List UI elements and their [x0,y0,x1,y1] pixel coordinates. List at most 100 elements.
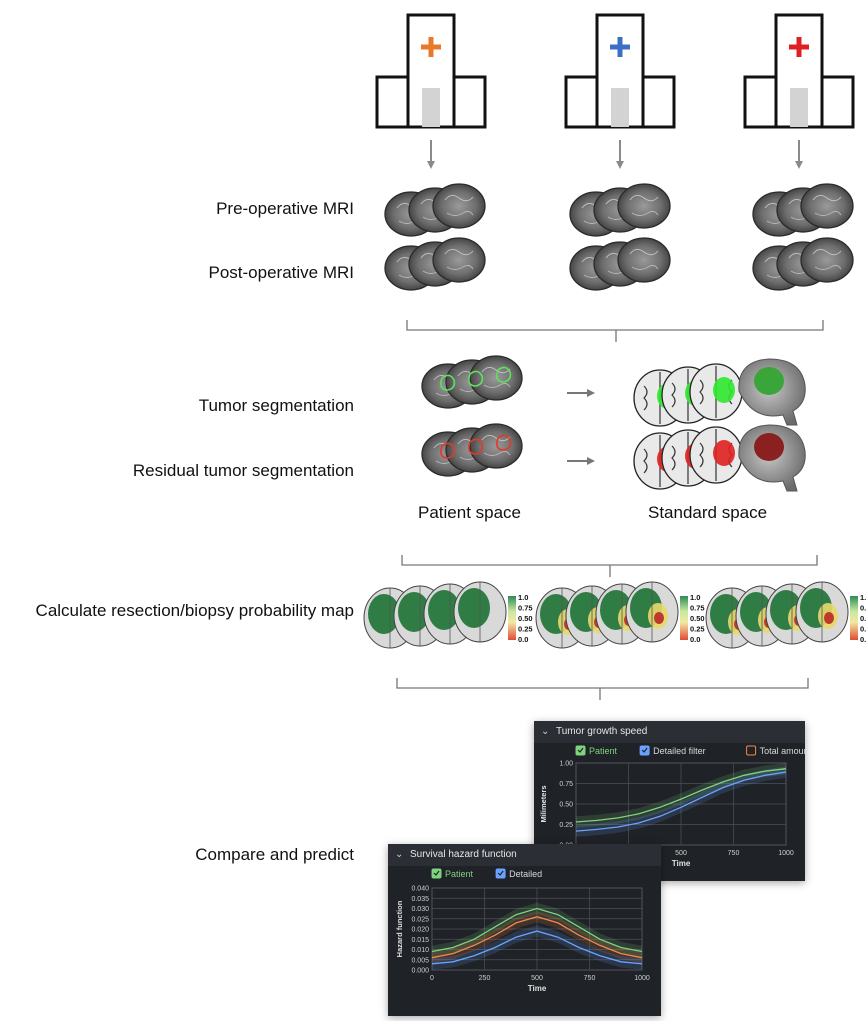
prob-slice [625,581,679,643]
hospital-cross-icon [428,37,434,57]
std-fold [671,432,705,484]
colorbar-tick-label: 1.0 [860,593,866,602]
mri-fold [764,203,794,210]
colorbar-tick-label: 0.25 [518,625,533,634]
segmentation-outline [496,434,512,451]
colorbar-tick-label: 0.0 [690,635,700,644]
mri-fold [581,257,611,264]
mri-fold [481,367,511,374]
y-tick-label: 0.020 [411,927,429,934]
brain-3d-tumor-standard [738,358,806,426]
prob-region-mid [728,609,748,635]
series-band [432,911,642,964]
label-standard-space: Standard space [648,503,768,522]
mri-slice [469,423,523,469]
prob-region-high [600,590,632,630]
prob-region-mid [818,603,838,629]
prob-region-high [570,592,602,632]
x-axis-label: Time [528,984,547,993]
pre-op-mri-stack-1 [384,183,486,237]
prob-map-1: 1.00.750.500.250.0 [363,581,533,649]
mri-slice [421,363,475,409]
std-fold [643,372,677,424]
mri-fold [605,253,635,260]
mri-fold [483,382,511,388]
legend-label: Patient [445,869,474,879]
std-slice [633,369,687,427]
mri-slice [776,241,830,287]
mri-slice [752,191,806,237]
colorbar-tick-label: 0.25 [860,625,866,634]
mri-slice [617,183,671,229]
mri-fold [766,218,794,224]
mri-slice [800,183,854,229]
mri-fold [446,210,474,216]
legend-label: Detailed filter [653,746,706,756]
y-tick-label: 0.000 [411,968,429,975]
std-tumor-region [685,380,707,406]
prob-region-low [654,612,664,624]
prob-region-low [824,612,834,624]
std-tumor-region [657,383,679,409]
legend-label: Patient [589,746,618,756]
mri-fold [581,203,611,210]
prob-region-mid [648,603,668,629]
std-slice [689,363,743,421]
x-tick-label: 750 [584,975,596,982]
label-residual-tumor-segmentation: Residual tumor segmentation [132,461,354,480]
colorbar-tick-label: 0.0 [860,635,866,644]
prob-region-high [398,592,430,632]
y-tick-label: 0.25 [559,822,573,829]
prob-slice [535,587,589,649]
mri-fold [483,450,511,456]
colorbar-tick-label: 0.50 [518,614,533,623]
chevron-down-icon[interactable]: ⌄ [541,726,550,737]
y-tick-label: 0.015 [411,937,429,944]
series-band [432,925,642,970]
brain-3d-residual-standard [738,424,806,492]
prob-slice [795,581,849,643]
mri-fold [790,214,818,220]
std-slice [689,426,743,484]
mri-fold [583,218,611,224]
prob-map-2: 1.00.750.500.250.0 [535,581,705,649]
std-tumor-region [713,440,735,466]
y-tick-label: 0.040 [411,886,429,893]
y-tick-label: 0.010 [411,947,429,954]
mri-slice [469,355,523,401]
mri-slice [593,241,647,287]
mri-fold [433,443,463,450]
mri-slice [752,245,806,291]
hospital-building [375,13,487,129]
mri-fold [435,390,463,396]
mri-fold [422,268,450,274]
post-op-mri-stack-2 [569,237,671,291]
label-patient-space: Patient space [418,503,522,522]
chevron-down-icon[interactable]: ⌄ [395,849,404,860]
colorbar-tick-label: 0.50 [860,614,866,623]
label-tumor-segmentation: Tumor segmentation [198,396,354,415]
y-tick-label: 0.005 [411,957,429,964]
std-fold [699,366,733,418]
hospital-cross-icon [796,37,802,57]
mri-fold [398,272,426,278]
mri-slice [776,187,830,233]
check-icon [577,747,584,753]
prob-region-low [564,618,574,630]
colorbar-tick-label: 1.0 [690,593,700,602]
label-post-operative-mri: Post-operative MRI [208,263,355,282]
std-tumor-region [685,443,707,469]
colorbar-tick-label: 0.75 [860,604,866,613]
mri-fold [631,210,659,216]
mri-fold [420,253,450,260]
prob-region-mid [558,609,578,635]
prob-slice [765,583,819,645]
x-tick-label: 250 [479,975,491,982]
mri-fold [457,439,487,446]
mri-fold [631,264,659,270]
colorbar-tick-label: 0.0 [518,635,528,644]
legend-checkbox [746,745,757,756]
